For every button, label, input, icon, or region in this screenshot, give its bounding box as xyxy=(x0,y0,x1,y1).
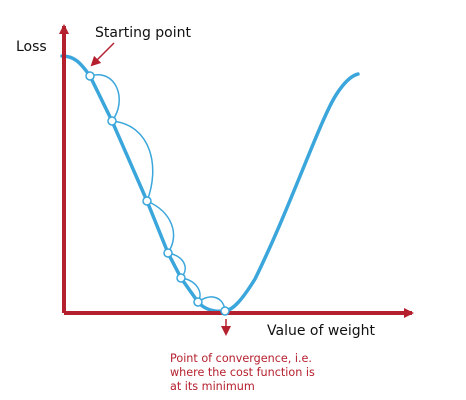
convergence-label-line-2: where the cost function is xyxy=(170,366,315,379)
descent-point xyxy=(176,273,186,283)
descent-step-arc xyxy=(111,120,154,202)
starting-point-label: Starting point xyxy=(95,25,192,41)
start-pointer-arrow xyxy=(90,42,115,67)
convergence-label-line-3: at its minimum xyxy=(170,380,255,393)
x-axis-label: Value of weight xyxy=(267,323,376,339)
descent-step-arc xyxy=(89,74,120,122)
y-axis-label: Loss xyxy=(16,39,47,55)
convergence-label: Point of convergence, i.e. where the cos… xyxy=(170,352,318,393)
descent-step-arc xyxy=(146,200,175,254)
convergence-point xyxy=(220,306,230,316)
descent-point xyxy=(85,71,95,81)
descent-point xyxy=(107,116,117,126)
loss-curve xyxy=(60,54,360,313)
descent-point xyxy=(142,196,152,206)
convergence-label-line-1: Point of convergence, i.e. xyxy=(170,352,312,365)
descent-point xyxy=(163,248,173,258)
descent-point xyxy=(193,297,203,307)
